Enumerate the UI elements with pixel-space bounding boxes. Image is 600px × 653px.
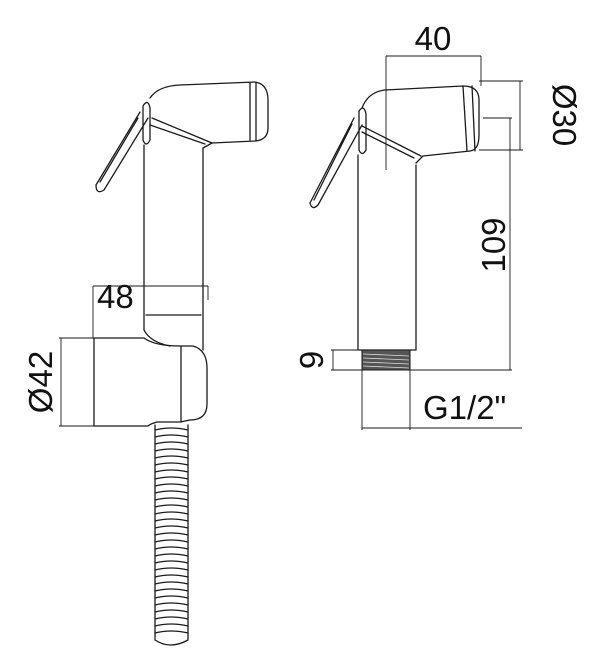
sprayer-head — [361, 85, 480, 164]
dimension-diameter-42: Ø42 — [22, 337, 94, 427]
dimension-9: 9 — [293, 349, 362, 371]
handle-body — [357, 154, 417, 351]
dimension-thread: G1/2" — [361, 370, 522, 430]
dimension-109: 109 — [410, 117, 512, 371]
dimension-label-109: 109 — [475, 217, 512, 272]
handle-body — [143, 144, 204, 351]
dimension-label-40: 40 — [415, 20, 452, 57]
dimension-label-diameter-30: Ø30 — [546, 84, 583, 146]
right-view-sprayer — [309, 85, 480, 371]
thread — [361, 349, 411, 371]
left-view-sprayer — [93, 81, 269, 646]
trigger-lever — [309, 107, 367, 209]
dimension-diameter-30: Ø30 — [479, 80, 583, 151]
dimension-40: 40 — [385, 20, 482, 170]
wall-holder — [93, 337, 208, 427]
dimension-label-thread: G1/2" — [423, 389, 506, 426]
dimension-label-48: 48 — [97, 278, 134, 315]
head-neck — [149, 117, 213, 145]
dimension-label-diameter-42: Ø42 — [22, 351, 59, 413]
hose — [154, 424, 189, 646]
dimension-label-9: 9 — [293, 351, 330, 369]
sprayer-head — [149, 81, 269, 149]
trigger-lever — [95, 101, 151, 193]
head-face — [462, 85, 476, 152]
dimension-48: 48 — [92, 278, 209, 338]
head-face — [249, 82, 257, 142]
head-neck — [361, 125, 422, 159]
